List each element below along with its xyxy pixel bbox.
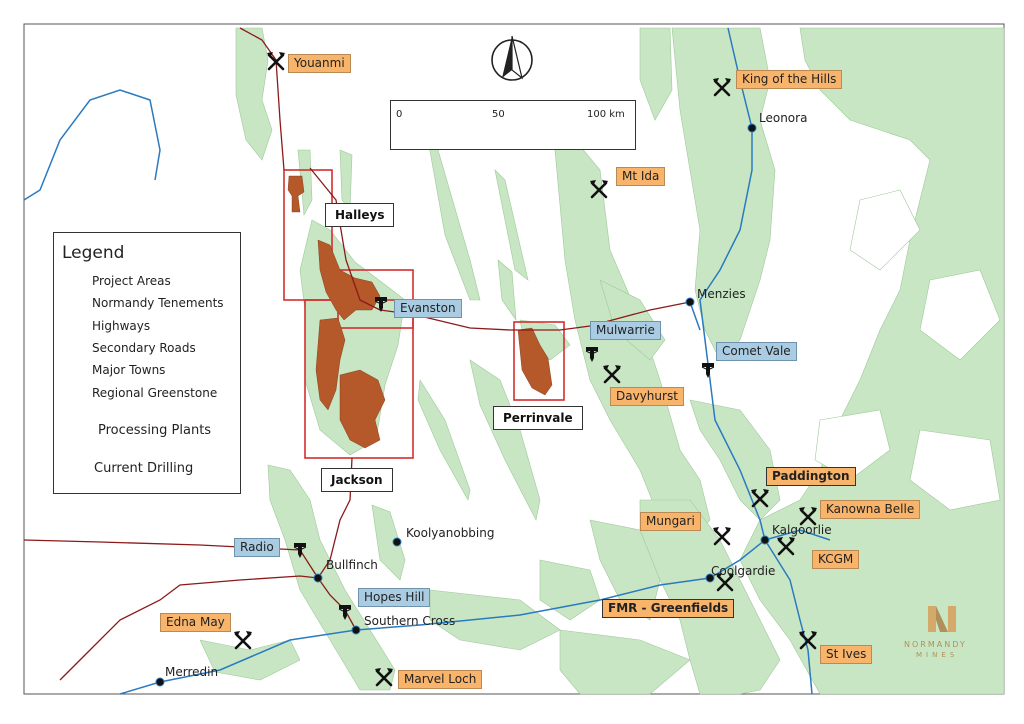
drilling-label-comet-vale: Comet Vale (716, 342, 797, 362)
town-kalgoorlie (760, 535, 770, 545)
logo-sub-text: MINES (916, 651, 959, 659)
logo-brand-text: NORMANDY (904, 640, 967, 649)
project-label-halleys: Halleys (325, 203, 395, 227)
legend-item-project-areas: Project Areas (92, 274, 171, 288)
plant-label-mt-ida: Mt Ida (616, 167, 666, 187)
drilling-label-evanston: Evanston (394, 299, 462, 319)
town-koolyanobbing (392, 537, 402, 547)
major-towns (155, 123, 770, 687)
highlight-label-fmr-greenfields: FMR - Greenfields (602, 599, 735, 619)
plant-label-davyhurst: Davyhurst (610, 387, 684, 407)
plant-label-youanmi: Youanmi (288, 54, 351, 74)
drilling-label-hopes-hill: Hopes Hill (358, 588, 431, 608)
town-label-merredin: Merredin (165, 665, 219, 679)
drilling-label-mulwarrie: Mulwarrie (590, 321, 661, 341)
granite-windows (814, 189, 1001, 511)
legend-title: Legend (62, 243, 125, 263)
plant-label-kanowna-belle: Kanowna Belle (820, 500, 921, 520)
legend-item-highways: Highways (92, 319, 151, 333)
town-label-koolyanobbing: Koolyanobbing (406, 526, 495, 540)
drilling-label-radio: Radio (234, 538, 280, 558)
plant-label-edna-may: Edna May (160, 613, 231, 633)
plant-label-king-of-the-hills: King of the Hills (736, 70, 843, 90)
plant-label-mungari: Mungari (640, 512, 701, 532)
town-coolgardie (705, 573, 715, 583)
scale-tick-0: 0 (396, 109, 403, 120)
town-label-kalgoorlie: Kalgoorlie (772, 523, 832, 537)
normandy-logo-mark (928, 606, 956, 632)
scale-bar: 0 50 100 km (390, 100, 636, 150)
town-label-bullfinch: Bullfinch (326, 558, 378, 572)
legend-item-major-towns: Major Towns (92, 363, 166, 377)
town-menzies (685, 297, 695, 307)
project-label-perrinvale: Perrinvale (493, 406, 583, 430)
legend-item-tenements: Normandy Tenements (92, 296, 224, 310)
highlight-label-paddington: Paddington (766, 467, 856, 487)
legend-item-secondary-roads: Secondary Roads (92, 341, 196, 355)
project-label-jackson: Jackson (321, 468, 393, 492)
town-bullfinch (313, 573, 323, 583)
legend-item-current-drilling: Current Drilling (94, 461, 194, 476)
north-arrow-icon (491, 35, 533, 81)
plant-label-st-ives: St Ives (820, 645, 873, 665)
scale-tick-100: 100 km (587, 109, 625, 120)
town-label-coolgardie: Coolgardie (711, 564, 776, 578)
town-label-southern-cross: Southern Cross (364, 614, 456, 628)
plant-label-marvel-loch: Marvel Loch (398, 670, 483, 690)
scale-tick-50: 50 (492, 109, 505, 120)
legend-item-processing-plants: Processing Plants (98, 423, 212, 438)
town-label-leonora: Leonora (759, 111, 808, 125)
town-merredin (155, 677, 165, 687)
normandy-logo: NORMANDY MINES (904, 604, 994, 662)
legend-panel: Legend Project Areas Normandy Tenements … (53, 232, 241, 494)
plant-label-kcgm: KCGM (812, 550, 860, 570)
legend-item-greenstone: Regional Greenstone (92, 386, 218, 400)
normandy-tenements (287, 175, 553, 449)
town-label-menzies: Menzies (697, 287, 746, 301)
town-leonora (747, 123, 757, 133)
town-southern-cross (351, 625, 361, 635)
